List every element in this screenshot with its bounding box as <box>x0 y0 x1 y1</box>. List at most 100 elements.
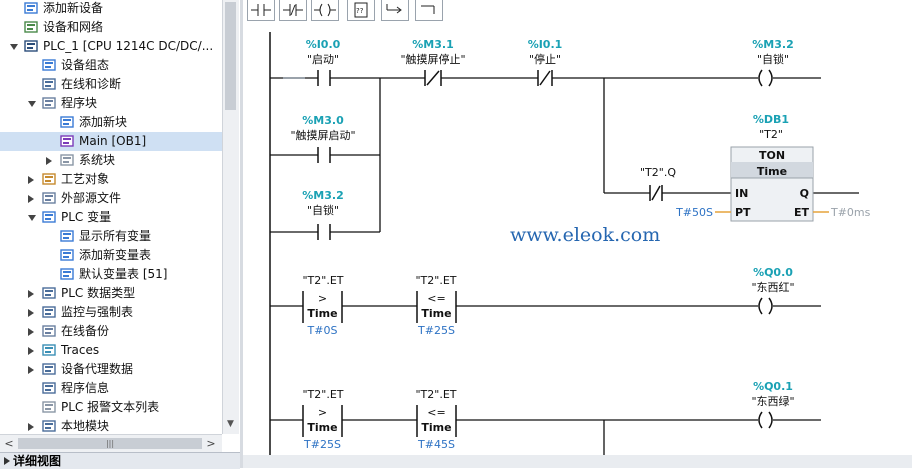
tree-item[interactable]: 系统块 <box>0 151 222 170</box>
tree-item[interactable]: Traces <box>0 341 222 360</box>
nc-contact-icon[interactable] <box>279 0 307 21</box>
collapse-arrow-icon[interactable] <box>28 101 36 107</box>
tree-item-label: 监控与强制表 <box>61 305 134 319</box>
svg-text:??: ?? <box>356 7 364 15</box>
timer-et-value: T#0ms <box>830 206 871 219</box>
expand-arrow-icon[interactable] <box>28 309 34 317</box>
traces-icon <box>42 343 57 357</box>
tree-vertical-scrollbar[interactable]: ▼ <box>222 0 239 434</box>
expand-arrow-icon[interactable] <box>28 176 34 184</box>
plc-tags-folder-icon <box>42 210 57 224</box>
tree-item[interactable]: 默认变量表 [51] <box>0 265 222 284</box>
no-contact-icon[interactable] <box>247 0 275 21</box>
tree-item[interactable]: 添加新变量表 <box>0 246 222 265</box>
tree-item[interactable]: 在线和诊断 <box>0 75 222 94</box>
tree-item[interactable]: 本地模块 <box>0 417 222 436</box>
n2-compare-gt[interactable] <box>302 291 343 323</box>
selflock-contact[interactable] <box>317 224 331 240</box>
tree-item-label: 工艺对象 <box>61 172 110 186</box>
collapse-arrow-icon[interactable] <box>10 44 18 50</box>
tree-item[interactable]: Main [OB1] <box>0 132 222 151</box>
tree-item-label: 程序信息 <box>61 381 110 395</box>
expand-arrow-icon[interactable] <box>28 195 34 203</box>
expand-arrow-icon[interactable] <box>28 290 34 298</box>
stop-contact-address: %I0.1 <box>528 38 563 51</box>
detail-view-header[interactable]: 详细视图 <box>0 452 240 469</box>
selflock-coil[interactable] <box>758 69 773 87</box>
selflock-contact-name: "自锁" <box>307 203 339 217</box>
tree-item[interactable]: 显示所有变量 <box>0 227 222 246</box>
ton-timer-block[interactable] <box>730 146 814 222</box>
empty-box-icon[interactable]: ?? <box>347 0 375 21</box>
timer-pt-value[interactable]: T#50S <box>675 206 713 219</box>
tree-item[interactable]: PLC 变量 <box>0 208 222 227</box>
n2-compare2-type: Time <box>421 307 451 320</box>
n3-output-coil[interactable] <box>758 411 773 429</box>
tree-item[interactable]: 外部源文件 <box>0 189 222 208</box>
n3-compare2-op: <= <box>427 406 445 419</box>
system-blocks-icon <box>60 153 75 167</box>
scroll-down-icon[interactable]: ▼ <box>227 419 234 429</box>
close-branch-icon[interactable] <box>415 0 443 21</box>
n3-compare-gt[interactable] <box>302 405 343 437</box>
n2-output-coil[interactable] <box>758 297 773 315</box>
tree-item[interactable]: 添加新块 <box>0 113 222 132</box>
tree-item[interactable]: 程序块 <box>0 94 222 113</box>
tree-item[interactable]: PLC_1 [CPU 1214C DC/DC/... <box>0 37 222 56</box>
expand-arrow-icon[interactable] <box>28 328 34 336</box>
selflock-coil-address: %M3.2 <box>752 38 793 51</box>
n3-compare2-value[interactable]: T#45S <box>417 438 455 451</box>
t2q-contact-name: "T2".Q <box>640 166 676 179</box>
n2-compare2-value[interactable]: T#25S <box>417 324 455 337</box>
devices-networks-icon <box>24 20 39 34</box>
tree-horizontal-scroll-thumb[interactable]: ||| <box>18 438 202 449</box>
scroll-left-icon[interactable]: < <box>4 437 14 450</box>
open-branch-icon[interactable] <box>381 0 409 21</box>
tree-item-label: 默认变量表 [51] <box>79 267 168 281</box>
expand-arrow-icon[interactable] <box>28 347 34 355</box>
n2-compare-le[interactable] <box>416 291 457 323</box>
scroll-right-icon[interactable]: > <box>206 437 216 450</box>
tree-item[interactable]: 监控与强制表 <box>0 303 222 322</box>
n3-compare1-type: Time <box>307 421 337 434</box>
tree-item[interactable]: 在线备份 <box>0 322 222 341</box>
n2-compare1-type: Time <box>307 307 337 320</box>
n3-compare2-operand: "T2".ET <box>415 388 456 401</box>
tree-item-label: 显示所有变量 <box>79 229 152 243</box>
start-contact-name: "启动" <box>307 53 339 66</box>
coil-icon[interactable] <box>311 0 339 21</box>
tree-item-label: PLC 报警文本列表 <box>61 400 160 414</box>
technology-objects-icon <box>42 172 57 186</box>
n3-compare1-value[interactable]: T#25S <box>303 438 341 451</box>
n3-compare-le[interactable] <box>416 405 457 437</box>
n2-compare1-value[interactable]: T#0S <box>307 324 338 337</box>
tree-item[interactable]: 设备组态 <box>0 56 222 75</box>
n3-coil-name: "东西绿" <box>751 394 794 408</box>
tree-horizontal-scrollbar[interactable]: < ||| > <box>0 434 222 453</box>
tree-item[interactable]: 设备代理数据 <box>0 360 222 379</box>
ladder-toolbar: ?? <box>243 0 912 24</box>
stop-contact[interactable] <box>537 70 553 86</box>
tree-item[interactable]: 程序信息 <box>0 379 222 398</box>
t2q-nc-contact[interactable] <box>649 185 663 201</box>
watermark-text: www.eleok.com <box>510 224 661 246</box>
tree-item[interactable]: 工艺对象 <box>0 170 222 189</box>
tree-item-label: Traces <box>61 343 100 357</box>
expand-arrow-icon[interactable] <box>28 366 34 374</box>
tree-item[interactable]: 添加新设备 <box>0 0 222 18</box>
hmi-stop-contact[interactable] <box>424 70 442 86</box>
panel-splitter[interactable] <box>240 0 243 468</box>
detail-view-expander-icon[interactable] <box>4 457 10 465</box>
tree-item[interactable]: 设备和网络 <box>0 18 222 37</box>
collapse-arrow-icon[interactable] <box>28 215 36 221</box>
timer-db-address: %DB1 <box>753 113 789 126</box>
tree-item-label: PLC 变量 <box>61 210 112 224</box>
expand-arrow-icon[interactable] <box>28 423 34 431</box>
tree-item[interactable]: PLC 数据类型 <box>0 284 222 303</box>
hmi-start-contact[interactable] <box>317 147 331 163</box>
start-contact[interactable] <box>317 70 331 86</box>
n3-compare2-type: Time <box>421 421 451 434</box>
expand-arrow-icon[interactable] <box>46 157 52 165</box>
tree-vertical-scroll-thumb[interactable] <box>225 2 236 110</box>
tree-item[interactable]: PLC 报警文本列表 <box>0 398 222 417</box>
